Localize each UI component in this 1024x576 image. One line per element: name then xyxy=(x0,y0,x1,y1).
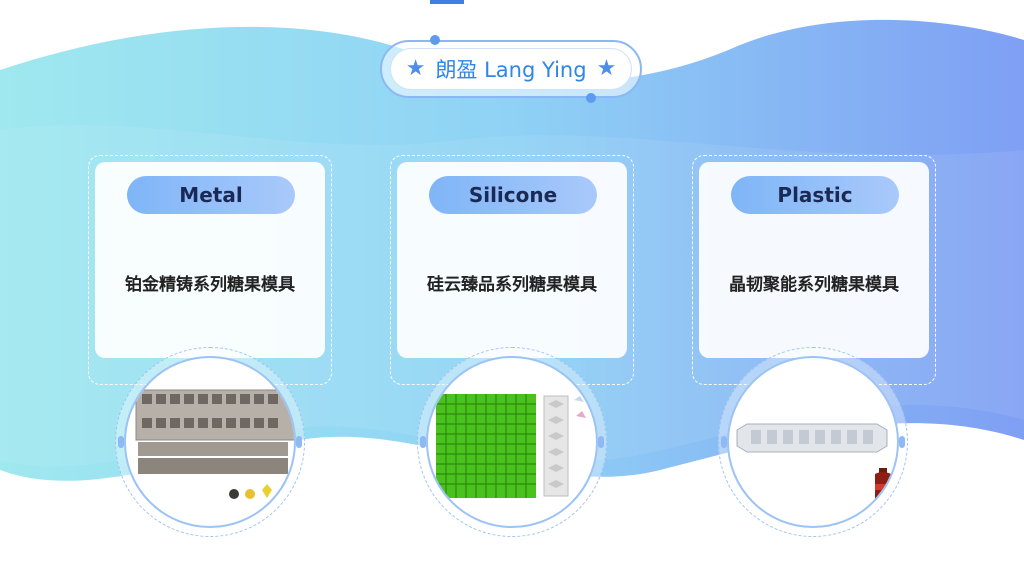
frame-dot xyxy=(296,436,302,448)
frame-dot xyxy=(899,436,905,448)
frame-dot xyxy=(721,436,727,448)
decor-dot xyxy=(586,93,596,103)
silicone-image-frame xyxy=(417,347,607,537)
card-panel: Plastic 晶韧聚能系列糖果模具 xyxy=(699,162,929,358)
silicone-subtitle: 硅云臻品系列糖果模具 xyxy=(427,275,597,295)
star-icon: ★ xyxy=(405,56,426,81)
decor-dot xyxy=(430,35,440,45)
star-icon: ★ xyxy=(596,56,617,81)
metal-image-frame xyxy=(115,347,305,537)
brand-title: 朗盈 Lang Ying xyxy=(435,58,587,82)
card-panel: Metal 铂金精铸系列糖果模具 xyxy=(95,162,325,358)
metal-mold-image xyxy=(124,356,296,528)
frame-dot xyxy=(118,436,124,448)
metal-subtitle: 铂金精铸系列糖果模具 xyxy=(125,275,295,295)
silicone-card[interactable]: Silicone 硅云臻品系列糖果模具 xyxy=(390,155,634,385)
brand-title-inner: ★ 朗盈 Lang Ying ★ xyxy=(390,48,632,90)
frame-dot xyxy=(598,436,604,448)
frame-dot xyxy=(420,436,426,448)
metal-label-pill[interactable]: Metal xyxy=(127,176,295,214)
metal-card[interactable]: Metal 铂金精铸系列糖果模具 xyxy=(88,155,332,385)
brand-title-badge: ★ 朗盈 Lang Ying ★ xyxy=(380,40,642,98)
plastic-label-pill[interactable]: Plastic xyxy=(731,176,899,214)
plastic-image-frame xyxy=(718,347,908,537)
plastic-subtitle: 晶韧聚能系列糖果模具 xyxy=(729,275,899,295)
plastic-mold-image xyxy=(727,356,899,528)
plastic-card[interactable]: Plastic 晶韧聚能系列糖果模具 xyxy=(692,155,936,385)
silicone-mold-image xyxy=(426,356,598,528)
silicone-label-pill[interactable]: Silicone xyxy=(429,176,597,214)
card-panel: Silicone 硅云臻品系列糖果模具 xyxy=(397,162,627,358)
